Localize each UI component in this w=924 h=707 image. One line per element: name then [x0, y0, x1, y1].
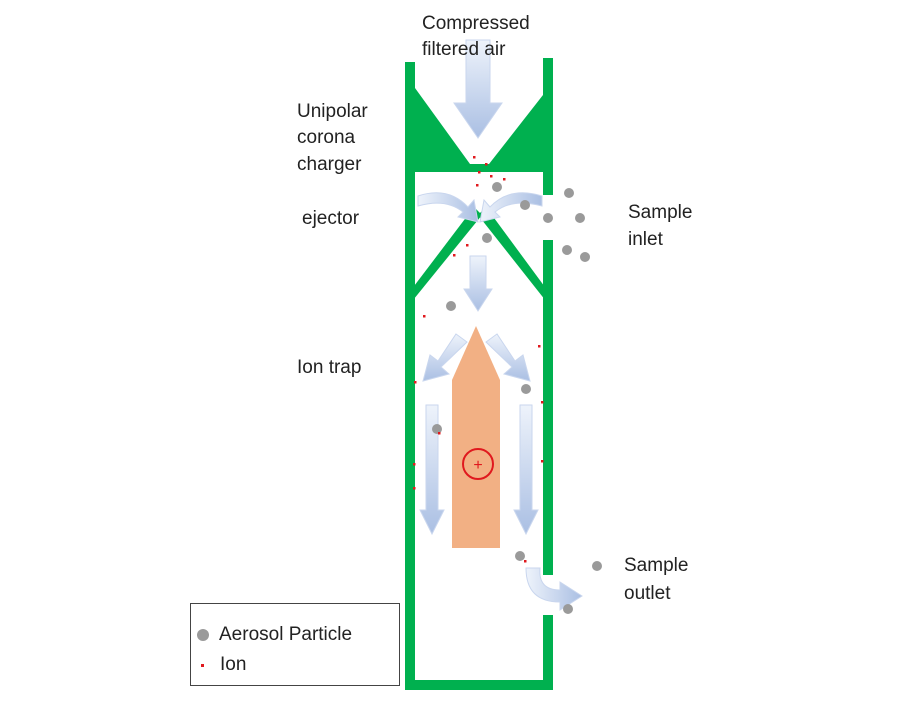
ion: [414, 381, 417, 384]
particle: [564, 188, 574, 198]
ion: [478, 171, 481, 174]
particle: [563, 604, 573, 614]
ion: [541, 460, 544, 463]
top-inlet-arrow: [453, 39, 503, 139]
ejector-left-wall: [405, 207, 482, 310]
legend-ion-swatch: [201, 663, 204, 667]
label-ion-trap: Ion trap: [297, 357, 362, 378]
particle: [580, 252, 590, 262]
label-sample-inlet-line2: inlet: [628, 229, 663, 250]
particle: [592, 561, 602, 571]
ion: [485, 163, 488, 166]
ion: [524, 560, 527, 563]
ion: [541, 401, 544, 404]
ejector-left-swirl: [417, 192, 479, 223]
ion: [476, 184, 479, 187]
bottom-wall: [405, 680, 553, 690]
label-corona-line2: corona: [297, 127, 356, 148]
left-wall: [405, 62, 415, 690]
label-sample-outlet-line2: outlet: [624, 583, 671, 604]
ion: [466, 244, 469, 247]
ejector-swirl-arrows: [417, 192, 583, 611]
left-channel-arrow: [419, 404, 445, 536]
label-corona-line3: charger: [297, 154, 362, 175]
electrode: [452, 326, 500, 548]
label-ejector: ejector: [302, 208, 360, 229]
legend-ion-label: Ion: [220, 654, 247, 675]
label-compressed-air-line1: Compressed: [422, 13, 530, 34]
ion: [490, 175, 493, 178]
particle: [520, 200, 530, 210]
particle: [446, 301, 456, 311]
legend-particle-swatch: [197, 629, 209, 641]
particle: [521, 384, 531, 394]
ion: [438, 432, 441, 435]
label-sample-inlet-line1: Sample: [628, 202, 693, 223]
ion: [538, 345, 541, 348]
ion: [453, 254, 456, 257]
ejector-down-arrow: [463, 255, 493, 312]
legend-row-aerosol: Aerosol Particle: [191, 624, 352, 646]
ion: [413, 487, 416, 490]
particle: [482, 233, 492, 243]
right-wall-middle: [543, 240, 553, 575]
particle: [432, 424, 442, 434]
electrode-ring: [462, 448, 494, 480]
label-compressed-air-line2: filtered air: [422, 39, 506, 60]
flow-arrows: [419, 39, 539, 536]
right-channel-arrow: [513, 404, 539, 536]
ion: [473, 156, 476, 159]
ion: [503, 178, 506, 181]
ion: [413, 463, 416, 466]
particle: [515, 551, 525, 561]
right-wall-lower: [543, 615, 553, 690]
legend: Aerosol Particle Ion: [190, 603, 400, 686]
electrode-plus-sign: +: [473, 457, 482, 474]
legend-aerosol-label: Aerosol Particle: [219, 624, 353, 645]
right-wall-upper: [543, 58, 553, 195]
diag-left-arrow: [422, 333, 468, 382]
charger-floor: [405, 164, 553, 172]
ejector-right-wall: [478, 207, 553, 310]
particle: [543, 213, 553, 223]
aerosol-particles: [432, 182, 602, 614]
housing: [405, 58, 553, 690]
corona-left-triangle: [415, 88, 470, 164]
ejector-right-swirl: [479, 192, 543, 223]
ion: [423, 315, 426, 318]
ions: [413, 156, 544, 563]
label-sample-outlet-line1: Sample: [624, 555, 689, 576]
corona-right-triangle: [489, 95, 543, 164]
legend-row-ion: Ion: [191, 654, 246, 676]
outlet-arrow: [525, 567, 583, 611]
particle: [575, 213, 585, 223]
particle: [492, 182, 502, 192]
particle: [562, 245, 572, 255]
diag-right-arrow: [485, 333, 531, 382]
label-corona-line1: Unipolar: [297, 101, 368, 122]
